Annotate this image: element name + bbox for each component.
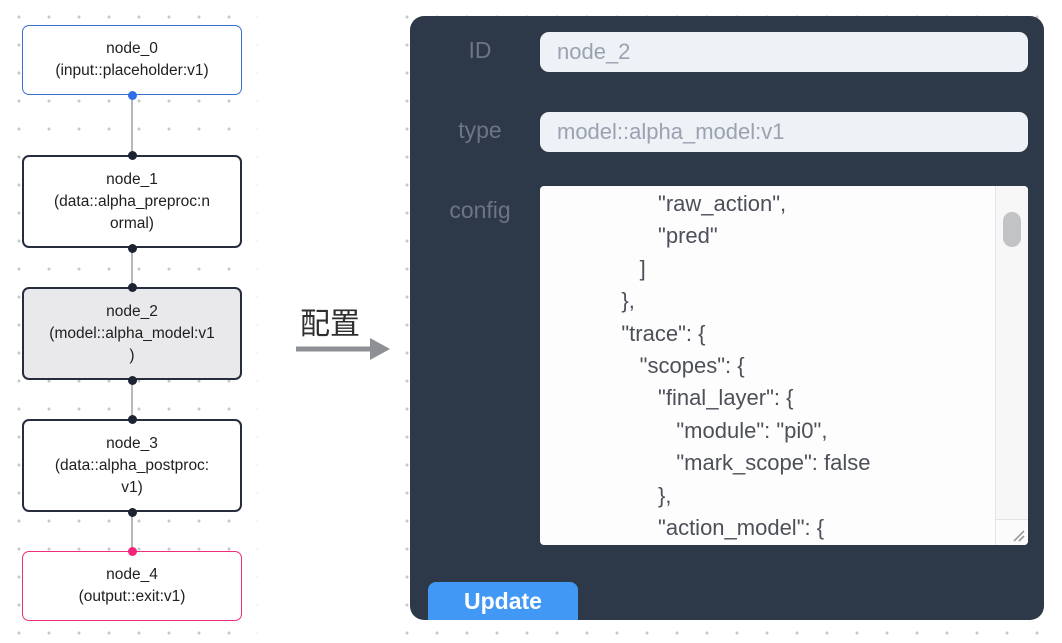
node-title: node_3 xyxy=(106,434,158,452)
handle-node3-source[interactable] xyxy=(127,507,137,517)
node-subtitle: (output::exit:v1) xyxy=(78,588,186,605)
flow-node-node_4[interactable]: node_4 (output::exit:v1) xyxy=(22,551,242,621)
flow-node-node_3[interactable]: node_3 (data::alpha_postproc: v1) xyxy=(22,419,242,512)
right-arrow-icon xyxy=(296,336,392,367)
config-scrollbar-thumb[interactable] xyxy=(1003,212,1021,247)
node-subtitle: (data::alpha_postproc: v1) xyxy=(54,456,210,496)
textarea-resize-handle[interactable] xyxy=(995,519,1028,545)
config-textarea[interactable]: "raw_action", "pred" ] }, "trace": { "sc… xyxy=(540,186,1028,545)
flow-node-node_0[interactable]: node_0 (input::placeholder:v1) xyxy=(22,25,242,95)
edge-node0-node1[interactable] xyxy=(131,95,133,155)
flow-node-node_1[interactable]: node_1 (data::alpha_preproc:n ormal) xyxy=(22,155,242,248)
handle-node1-source[interactable] xyxy=(127,243,137,253)
handle-node3-target[interactable] xyxy=(127,414,137,424)
handle-node1-target[interactable] xyxy=(127,150,137,160)
edge-node2-node3[interactable] xyxy=(131,380,133,419)
node-title: node_0 xyxy=(106,40,158,57)
node-subtitle: (input::placeholder:v1) xyxy=(55,62,209,79)
flow-node-node_2-selected[interactable]: node_2 (model::alpha_model:v1 ) xyxy=(22,287,242,380)
node-subtitle: (data::alpha_preproc:n ormal) xyxy=(54,192,210,232)
config-field-label: config xyxy=(449,197,511,223)
config-json-text[interactable]: "raw_action", "pred" ] }, "trace": { "sc… xyxy=(621,191,871,541)
handle-node0-source[interactable] xyxy=(127,90,137,100)
handle-node2-target[interactable] xyxy=(127,282,137,292)
config-panel: ID type config "raw_action", "pred" ] },… xyxy=(410,16,1044,620)
id-field-label: ID xyxy=(468,37,492,63)
type-input[interactable] xyxy=(540,112,1028,152)
edge-node1-node2[interactable] xyxy=(131,248,133,287)
update-button[interactable]: Update xyxy=(428,582,578,620)
node-title: node_1 xyxy=(106,170,158,188)
id-input[interactable] xyxy=(540,32,1028,72)
node-title: node_4 xyxy=(106,566,158,583)
config-scrollbar-track[interactable] xyxy=(995,186,1028,545)
handle-node2-source[interactable] xyxy=(127,375,137,385)
type-field-label: type xyxy=(458,117,502,143)
config-annotation-label: 配置 xyxy=(300,308,360,341)
node-title: node_2 xyxy=(106,302,158,320)
edge-node3-node4[interactable] xyxy=(131,512,133,551)
node-subtitle: (model::alpha_model:v1 ) xyxy=(49,324,215,364)
handle-node4-target[interactable] xyxy=(127,546,137,556)
